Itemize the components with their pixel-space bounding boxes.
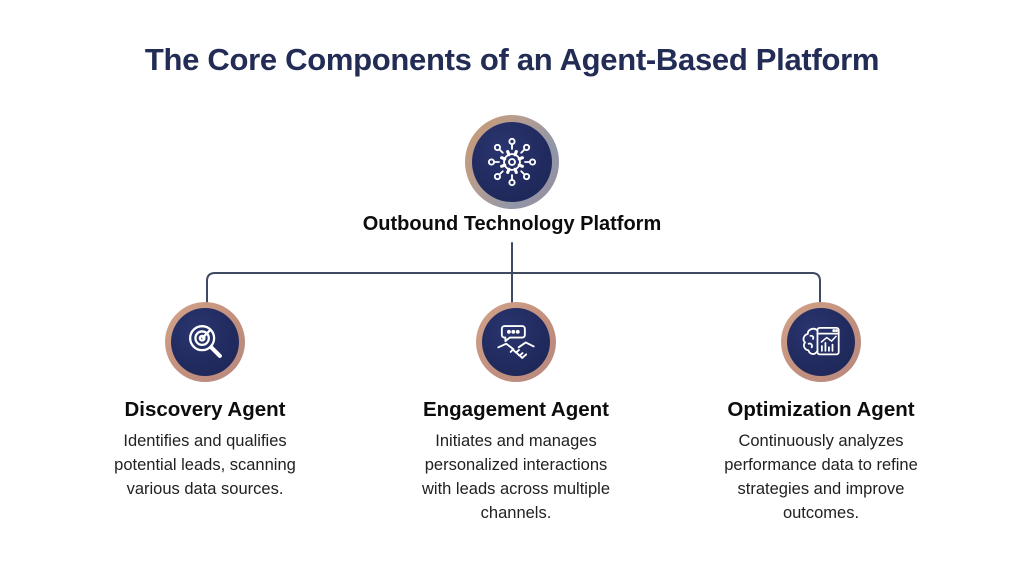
agent-description: Continuously analyzes performance data t… (724, 432, 918, 522)
agent-name: Optimization Agent (727, 398, 915, 421)
engagement-node (476, 302, 556, 382)
discovery-node-circle (171, 308, 239, 376)
gear-network-icon (487, 137, 537, 187)
discovery-node (165, 302, 245, 382)
agent-description: Initiates and manages personalized inter… (422, 432, 610, 522)
agent-column-optimization: Optimization Agent Continuously analyzes… (691, 302, 951, 525)
engagement-node-circle (482, 308, 550, 376)
agent-description: Identifies and qualifies potential leads… (114, 432, 296, 498)
handshake-chat-icon (497, 325, 535, 359)
optimization-node-circle (787, 308, 855, 376)
page-title: The Core Components of an Agent-Based Pl… (144, 42, 880, 77)
platform-node (465, 115, 559, 209)
agent-column-discovery: Discovery Agent Identifies and qualifies… (75, 302, 335, 501)
platform-node-circle (472, 122, 552, 202)
brain-analytics-icon (802, 326, 840, 356)
agent-name: Discovery Agent (124, 398, 286, 421)
agent-column-engagement: Engagement Agent Initiates and manages p… (386, 302, 646, 525)
optimization-node (781, 302, 861, 382)
agent-name: Engagement Agent (422, 398, 610, 421)
magnifier-target-icon (188, 325, 222, 358)
platform-label: Outbound Technology Platform (362, 213, 662, 235)
